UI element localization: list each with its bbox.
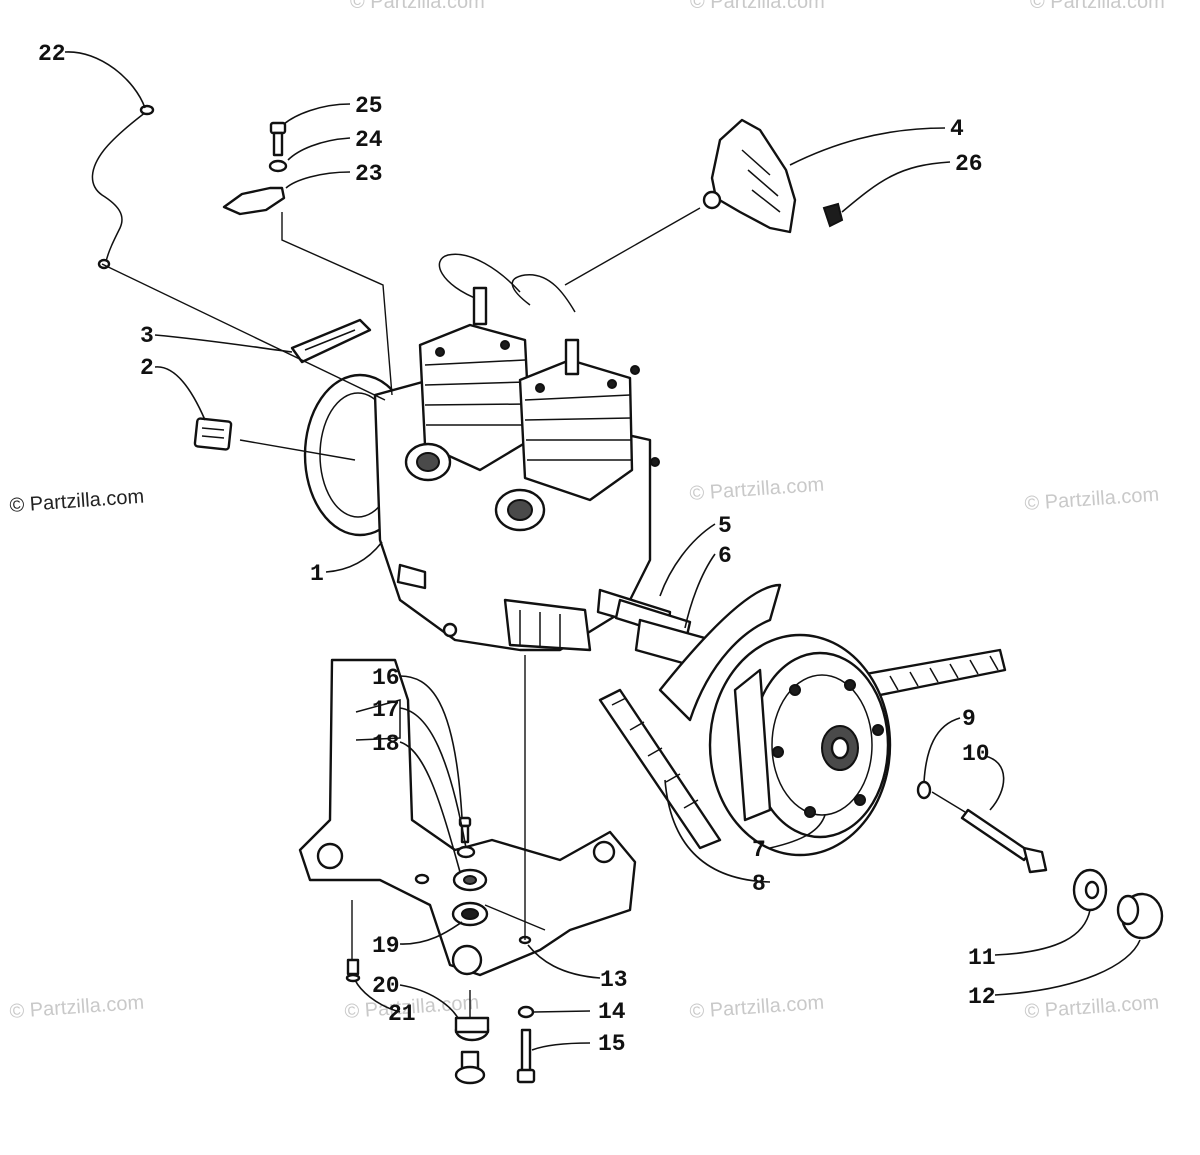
watermark-bottom-mid: © Partzilla.com [689,992,825,1023]
callout-24: 24 [355,127,383,153]
part-11-lock-washer [1072,868,1108,912]
callout-1: 1 [310,561,324,587]
part-20-base-post [454,1050,486,1085]
part-7-drive-clutch [708,633,892,857]
callout-20: 20 [372,973,400,999]
callout-17: 17 [372,697,400,723]
callout-19: 19 [372,933,400,959]
callout-2: 2 [140,355,154,381]
part-17-washer [456,845,476,859]
watermark-bottom-right: © Partzilla.com [1024,992,1160,1023]
part-20-spacer [454,1016,490,1042]
callout-16: 16 [372,665,400,691]
part-8-drive-belt [598,583,1007,850]
callout-8: 8 [752,871,766,897]
part-2-decal [193,417,233,451]
watermark-bottom-left: © Partzilla.com [9,992,145,1023]
callout-9: 9 [962,706,976,732]
callout-12: 12 [968,984,996,1010]
part-23-bracket [222,186,286,216]
callout-6: 6 [718,543,732,569]
part-10-clutch-bolt [960,808,1048,874]
watermark-top-2: © Partzilla.com [690,0,825,13]
callout-22: 22 [38,41,66,67]
callout-7: 7 [752,837,766,863]
watermark-mid-center: © Partzilla.com [689,474,825,505]
part-19-grommet [451,901,489,927]
part-15-bolt [516,1028,536,1084]
callout-15: 15 [598,1031,626,1057]
callout-10: 10 [962,741,990,767]
callout-5: 5 [718,513,732,539]
part-9-washer [916,780,932,800]
callout-23: 23 [355,161,383,187]
callout-labels: 22 25 24 23 4 26 3 2 1 5 6 16 17 18 9 10… [38,41,996,1057]
part-21-screw [345,958,361,983]
part-22-wire [91,104,155,270]
callout-3: 3 [140,323,154,349]
callout-13: 13 [600,967,628,993]
callout-18: 18 [372,731,400,757]
callout-11: 11 [968,945,996,971]
watermark-top-1: © Partzilla.com [350,0,485,13]
watermark-mid-right: © Partzilla.com [1024,484,1160,515]
part-3-decal-text [304,329,356,351]
part-13-mount-plate [298,658,637,977]
part-3-decal [290,318,372,364]
callout-14: 14 [598,999,626,1025]
callout-26: 26 [955,151,983,177]
leader-lines [64,51,1141,1051]
part-12-cap [1116,892,1164,940]
callout-25: 25 [355,93,383,119]
callout-4: 4 [950,116,964,142]
part-26-clip [822,202,844,228]
part-14-washer [517,1005,535,1019]
part-4-engine-mount [702,118,797,234]
part-18-bushing [452,868,488,892]
watermark-left: © Partzilla.com [9,486,145,517]
part-1-engine [303,253,672,652]
callout-21: 21 [388,1001,416,1027]
part-25-bolt [269,121,287,157]
watermark-top-3: © Partzilla.com [1030,0,1165,13]
part-24-washer [268,159,288,173]
